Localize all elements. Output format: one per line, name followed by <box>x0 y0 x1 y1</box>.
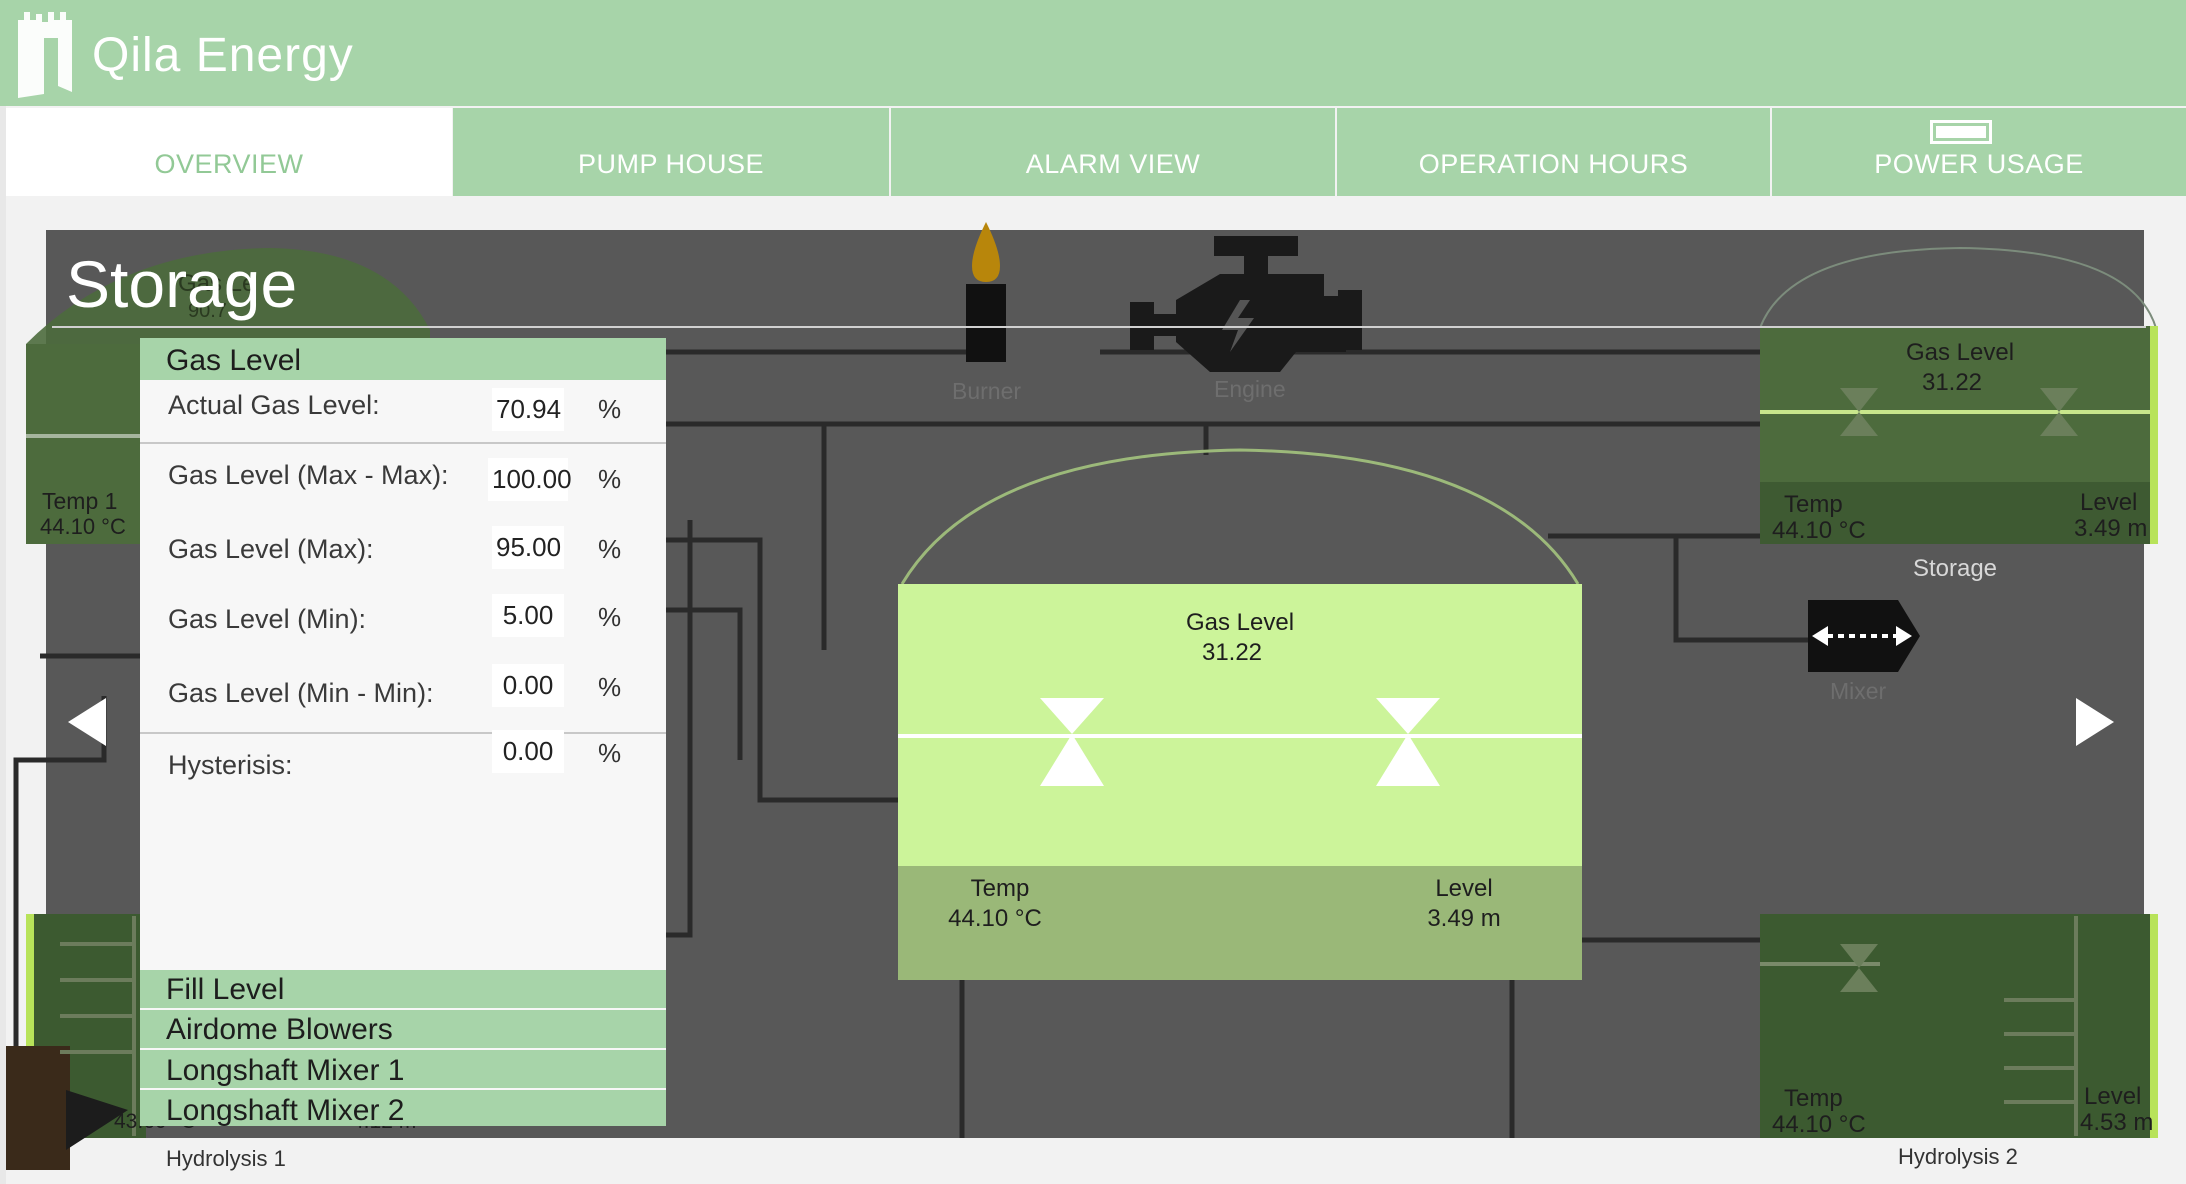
section-fill-level-label: Fill Level <box>166 973 285 1006</box>
mixer-label: Mixer <box>1830 678 1887 704</box>
app-header <box>0 0 2186 106</box>
section-longshaft-mixer-2[interactable]: Longshaft Mixer 2 <box>140 1090 666 1127</box>
tab-pump-house-label: PUMP HOUSE <box>577 149 765 179</box>
gas-level-min-min-unit: % <box>598 672 622 702</box>
hydrolysis1-temp-value: 44.10 °C <box>40 514 126 539</box>
gas-level-min-min-field[interactable]: 0.00 <box>492 664 564 707</box>
settings-divider <box>140 732 666 734</box>
center-level-value: 3.49 m <box>1427 905 1501 932</box>
gas-level-min-field[interactable]: 5.00 <box>492 594 564 637</box>
tab-alarm-view[interactable]: ALARM VIEW <box>891 108 1335 196</box>
tab-operation-hours[interactable]: OPERATION HOURS <box>1337 108 1770 196</box>
storage-temp-label: Temp <box>1784 491 1843 518</box>
hydrolysis2-label: Hydrolysis 2 <box>1898 1144 2018 1169</box>
actual-gas-level-unit: % <box>598 394 622 424</box>
actual-gas-level-value: 70.94 <box>492 388 564 431</box>
gas-level-max-max-unit: % <box>598 464 622 494</box>
gas-level-min-min-label: Gas Level (Min - Min): <box>168 678 434 708</box>
section-gas-level-label: Gas Level <box>166 344 302 377</box>
hydrolysis2-temp-value: 44.10 °C <box>1772 1111 1866 1138</box>
gas-level-max-unit: % <box>598 534 622 564</box>
hydrolysis2-level-label: Level <box>2084 1083 2142 1110</box>
previous-arrow-icon[interactable] <box>66 696 108 748</box>
tab-overview-label: OVERVIEW <box>154 149 304 179</box>
page-title: Storage <box>66 247 298 321</box>
section-longshaft-mixer-1-label: Longshaft Mixer 1 <box>166 1054 405 1087</box>
center-level-label: Level <box>1435 875 1493 902</box>
storage-gas-label: Gas Level <box>1905 339 2015 366</box>
center-gas-value: 31.22 <box>1201 639 1263 666</box>
hysterisis-label: Hysterisis: <box>168 750 293 780</box>
section-longshaft-mixer-2-label: Longshaft Mixer 2 <box>166 1094 405 1127</box>
storage-level-value: 3.49 m <box>2074 515 2148 542</box>
tab-alarm-view-label: ALARM VIEW <box>1025 149 1201 179</box>
center-tank[interactable]: Gas Level 31.22 Temp 44.10 °C Level 3.49… <box>898 584 1582 980</box>
gas-level-max-label: Gas Level (Max): <box>168 534 374 564</box>
hysterisis-unit: % <box>598 738 622 768</box>
gas-level-min-unit: % <box>598 602 622 632</box>
section-longshaft-mixer-1[interactable]: Longshaft Mixer 1 <box>140 1050 666 1088</box>
hydrolysis1-gas-value: 90.7 <box>188 300 227 322</box>
center-tank-base: Temp 44.10 °C Level 3.49 m <box>898 866 1582 980</box>
battery-icon <box>1930 120 1992 144</box>
castle-logo-icon <box>18 12 72 98</box>
next-arrow-icon[interactable] <box>2074 696 2116 748</box>
hydrolysis1-label: Hydrolysis 1 <box>166 1146 286 1171</box>
engine-label: Engine <box>1214 376 1286 402</box>
storage-level-label: Level <box>2080 489 2138 516</box>
gas-level-settings-panel: Gas Level Actual Gas Level: 70.94 % Gas … <box>140 338 666 1127</box>
section-fill-level[interactable]: Fill Level <box>140 970 666 1008</box>
window-edge <box>0 0 6 1184</box>
gas-level-max-field[interactable]: 95.00 <box>492 526 564 569</box>
section-airdome-blowers[interactable]: Airdome Blowers <box>140 1010 666 1048</box>
center-temp-value: 44.10 °C <box>948 905 1042 932</box>
actual-gas-level-label: Actual Gas Level: <box>168 390 380 420</box>
tab-power-usage[interactable]: POWER USAGE <box>1772 108 2186 196</box>
center-tank-body: Gas Level 31.22 <box>898 584 1582 866</box>
tab-power-usage-label: POWER USAGE <box>1874 149 2084 179</box>
hysterisis-field[interactable]: 0.00 <box>492 730 564 773</box>
section-airdome-blowers-label: Airdome Blowers <box>166 1013 393 1046</box>
settings-divider <box>140 442 666 444</box>
gas-level-max-max-label: Gas Level (Max - Max): <box>168 460 449 490</box>
tab-overview[interactable]: OVERVIEW <box>6 108 452 196</box>
gas-level-min-label: Gas Level (Min): <box>168 604 367 634</box>
hydrolysis1-gas-label: Gas Le <box>178 270 256 297</box>
storage-temp-value: 44.10 °C <box>1772 517 1866 544</box>
center-temp-label: Temp <box>970 875 1030 902</box>
burner-label: Burner <box>952 378 1022 404</box>
hydrolysis1-temp-label: Temp 1 <box>42 488 118 514</box>
section-gas-level[interactable]: Gas Level <box>140 338 666 380</box>
title-divider <box>52 326 2146 328</box>
tab-operation-hours-label: OPERATION HOURS <box>1418 149 1689 179</box>
gas-level-max-max-field[interactable]: 100.00 <box>488 458 572 501</box>
app-title: Qila Energy <box>92 29 354 82</box>
center-gas-label: Gas Level <box>1185 609 1295 636</box>
hydrolysis2-temp-label: Temp <box>1784 1085 1843 1112</box>
storage-name-label: Storage <box>1912 555 1998 582</box>
storage-gas-value: 31.22 <box>1921 369 1983 396</box>
hydrolysis2-level-value: 4.53 m <box>2080 1109 2154 1136</box>
center-tank-valves <box>898 698 1582 786</box>
tab-pump-house[interactable]: PUMP HOUSE <box>453 108 889 196</box>
